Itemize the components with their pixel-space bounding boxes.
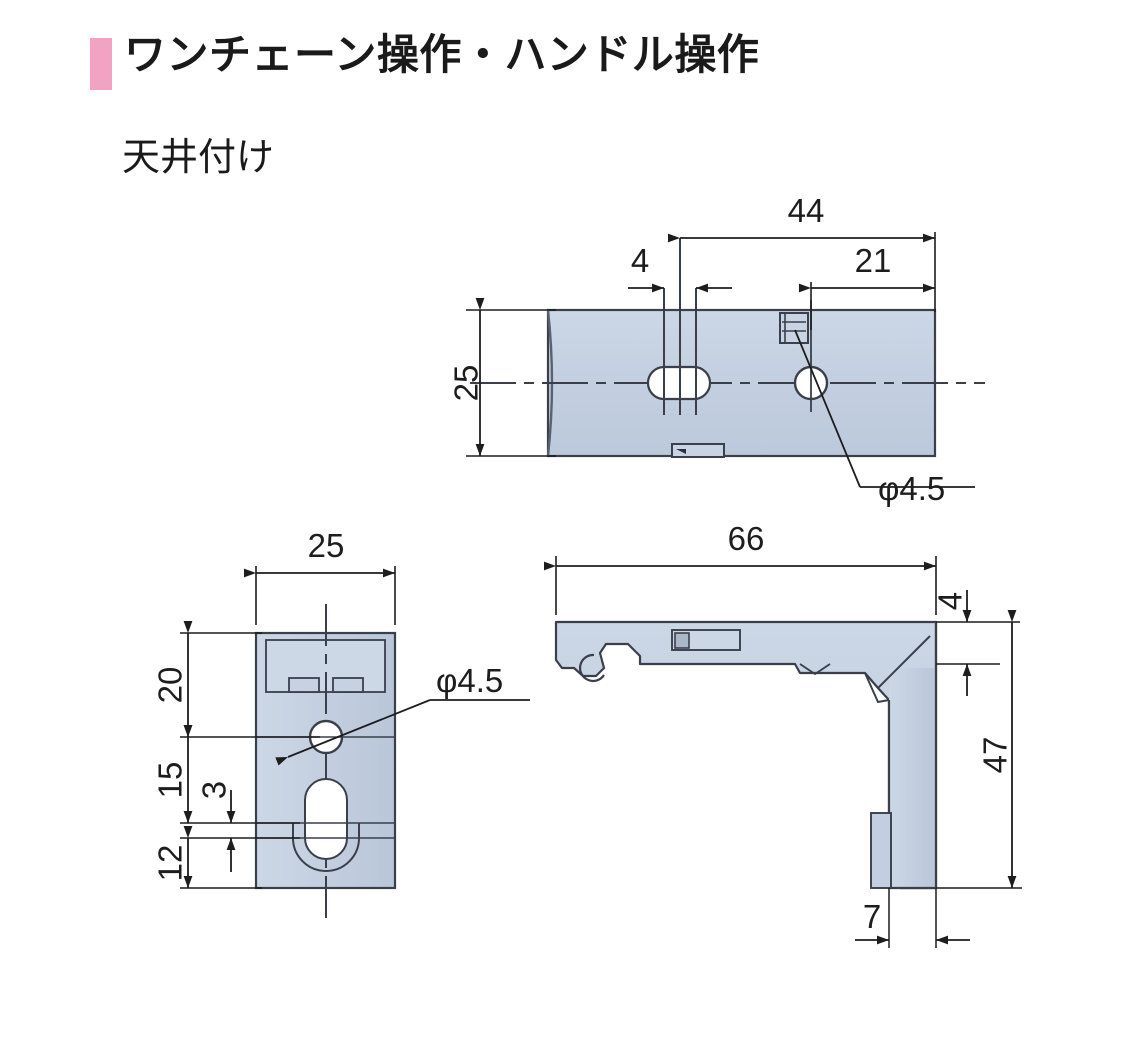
dim-66-label: 66 <box>728 520 765 557</box>
header: ワンチェーン操作・ハンドル操作 天井付け <box>0 0 1136 200</box>
dim-21: 21 <box>799 242 935 330</box>
front-view: 25 20 15 <box>152 527 530 918</box>
side-view-hook-detail <box>579 653 605 682</box>
dim-4-side: 4 <box>932 590 1020 696</box>
top-view: 25 44 21 4 <box>448 192 985 507</box>
dim-20: 20 <box>152 621 193 737</box>
dim-12-label: 12 <box>152 845 189 882</box>
front-view-tabs <box>288 677 364 693</box>
side-view-corner-gusset <box>864 635 931 704</box>
callout-phi45-top-label: φ4.5 <box>878 470 945 507</box>
top-view-clip-feature <box>779 312 809 344</box>
callout-phi45-front-label: φ4.5 <box>436 662 503 699</box>
front-view-extension-lines <box>180 632 320 889</box>
dim-25-top: 25 <box>448 298 556 457</box>
dim-15: 15 <box>152 725 193 823</box>
dim-25-top-label: 25 <box>448 365 485 402</box>
dim-47: 47 <box>936 610 1022 889</box>
side-view-bottom-flange <box>870 812 892 889</box>
dim-3: 3 <box>196 781 236 872</box>
callout-phi45-top: φ4.5 <box>794 329 975 507</box>
side-view-chevron-detail <box>799 663 831 676</box>
dim-4-side-label: 4 <box>932 592 969 610</box>
dim-44: 44 <box>668 192 936 312</box>
dim-20-label: 20 <box>152 667 189 704</box>
dim-15-label: 15 <box>152 762 189 799</box>
dim-44-label: 44 <box>788 192 825 229</box>
top-view-bottom-tab <box>671 443 725 458</box>
dim-66: 66 <box>544 520 937 615</box>
side-view-leg-fill <box>889 668 936 888</box>
dim-25-front: 25 <box>244 527 396 625</box>
dim-25-front-label: 25 <box>308 527 345 564</box>
callout-phi45-front: φ4.5 <box>275 662 530 766</box>
side-view-rail-slot <box>671 629 741 651</box>
dim-7-label: 7 <box>863 898 881 935</box>
dim-4-top-label: 4 <box>631 242 649 279</box>
page-title: ワンチェーン操作・ハンドル操作 <box>124 31 760 78</box>
dim-7: 7 <box>855 888 970 948</box>
dim-3-label: 3 <box>196 781 233 799</box>
side-view: 66 4 47 <box>544 520 1022 948</box>
dim-21-label: 21 <box>855 242 892 279</box>
dim-47-label: 47 <box>977 737 1014 774</box>
dim-4-top: 4 <box>628 242 732 293</box>
dim-12: 12 <box>152 826 193 888</box>
page-subtitle: 天井付け <box>122 137 275 179</box>
title-accent-bar <box>90 38 112 90</box>
